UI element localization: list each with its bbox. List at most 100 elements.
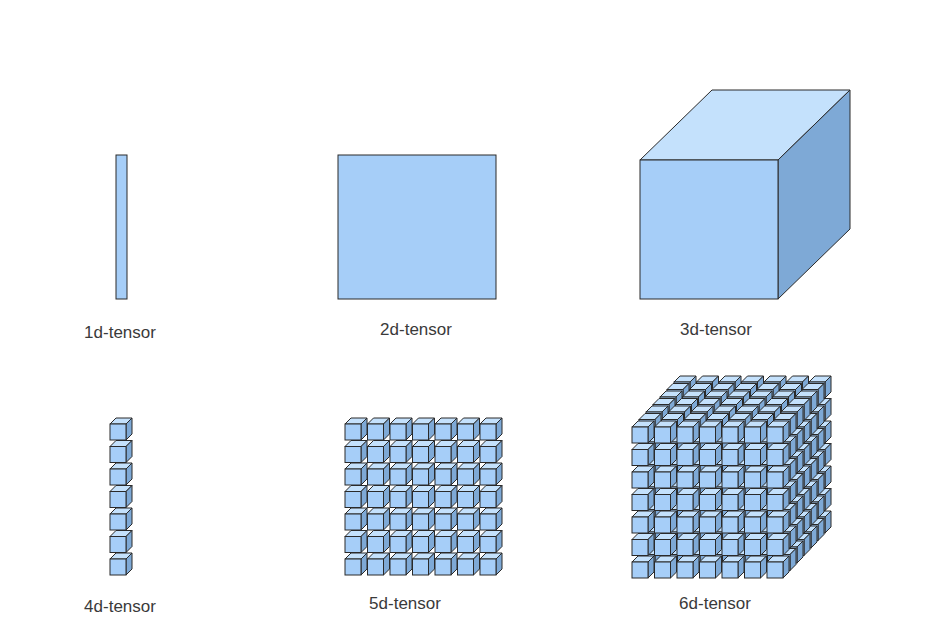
cube-front [390, 469, 406, 485]
cube-front [480, 424, 496, 440]
small-cube [345, 418, 367, 440]
cube-side [738, 489, 744, 511]
cube-front [345, 559, 361, 575]
cube-grid [345, 418, 502, 575]
cube-side [797, 451, 803, 473]
cube-side [818, 429, 824, 451]
cube-side [451, 508, 457, 530]
small-cube [722, 534, 744, 556]
small-cube [390, 418, 412, 440]
cube-side [797, 474, 803, 496]
cube-side [716, 444, 722, 466]
cube-side [783, 534, 789, 556]
small-cube [435, 531, 457, 553]
small-cube [655, 421, 677, 443]
cube-column [110, 418, 132, 575]
cube-front [390, 447, 406, 463]
cube-side [474, 441, 480, 463]
cube-front [435, 447, 451, 463]
cube-front [413, 424, 429, 440]
cube-front [458, 424, 474, 440]
cube-front [390, 492, 406, 508]
cube-side [804, 444, 810, 466]
small-cube [745, 444, 767, 466]
small-cube [700, 534, 722, 556]
cube-side [474, 418, 480, 440]
small-cube [700, 444, 722, 466]
cube-front [700, 450, 716, 466]
cube-side [361, 531, 367, 553]
cube-side [716, 511, 722, 533]
cube-front [677, 427, 693, 443]
cube-side [811, 459, 817, 481]
cube-front [677, 540, 693, 556]
small-cube [677, 421, 699, 443]
cube-side [451, 531, 457, 553]
cube-side [648, 421, 654, 443]
small-cube [677, 534, 699, 556]
cube-front [632, 540, 648, 556]
small-cube [413, 463, 435, 485]
cube-side [474, 486, 480, 508]
small-cube [368, 508, 390, 530]
cube-side [693, 489, 699, 511]
cube-side [797, 541, 803, 563]
cube-front [700, 540, 716, 556]
small-cube [435, 553, 457, 575]
small-cube [368, 441, 390, 463]
cube-side [797, 496, 803, 518]
cube-front [655, 540, 671, 556]
cube-side [671, 466, 677, 488]
cube-side [811, 414, 817, 436]
cube-side [384, 531, 390, 553]
small-cube [655, 556, 677, 578]
small-cube [632, 421, 654, 443]
small-cube [677, 444, 699, 466]
small-cube [655, 489, 677, 511]
cube-front [632, 450, 648, 466]
cube-side [496, 486, 502, 508]
cube-front [677, 495, 693, 511]
small-cube [632, 489, 654, 511]
small-cube [435, 418, 457, 440]
cube-side [825, 399, 831, 421]
cube-front [745, 540, 761, 556]
cube-side [693, 511, 699, 533]
cube-side [738, 511, 744, 533]
cube-front [390, 514, 406, 530]
cube-front [745, 450, 761, 466]
small-cube [458, 486, 480, 508]
cube-front [677, 562, 693, 578]
small-cube [632, 534, 654, 556]
matrix-square [338, 155, 496, 299]
cube-front [345, 514, 361, 530]
small-cube [632, 444, 654, 466]
cube-side [825, 511, 831, 533]
small-cube [767, 466, 789, 488]
small-cube [345, 463, 367, 485]
cube-front [722, 495, 738, 511]
cube-side [429, 418, 435, 440]
cube-side [790, 459, 796, 481]
cube-front [700, 495, 716, 511]
small-cube [632, 466, 654, 488]
cube-side [716, 466, 722, 488]
small-cube [700, 466, 722, 488]
cube-side [825, 466, 831, 488]
small-cube [480, 441, 502, 463]
cube-side [361, 486, 367, 508]
cube-front [345, 447, 361, 463]
cube-front [413, 559, 429, 575]
small-cube [480, 531, 502, 553]
cube-front [110, 492, 126, 508]
cube-side [738, 421, 744, 443]
cube-front [655, 427, 671, 443]
cube-side [811, 504, 817, 526]
small-cube [368, 553, 390, 575]
small-cube [390, 508, 412, 530]
cube-side [797, 429, 803, 451]
small-cube [655, 534, 677, 556]
cube-side [429, 553, 435, 575]
cube-front [655, 562, 671, 578]
